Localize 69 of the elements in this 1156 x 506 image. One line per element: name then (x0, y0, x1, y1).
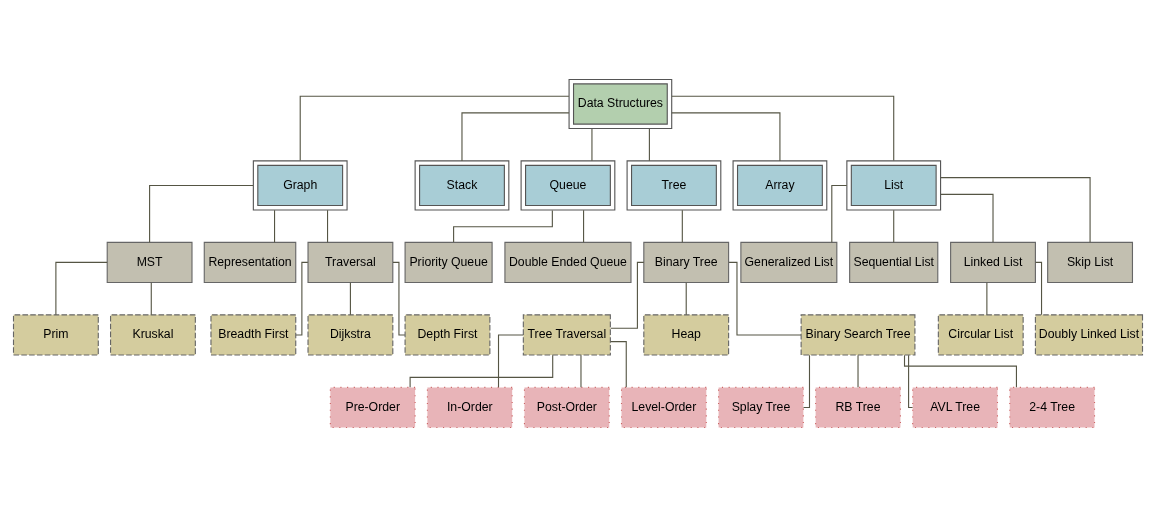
connector (149, 184, 254, 243)
connector (150, 281, 152, 315)
connector (671, 111, 781, 161)
node-box: Data Structures (568, 78, 673, 129)
node-box: Doubly Linked List (1034, 313, 1144, 356)
node-box: Breadth First (210, 313, 297, 356)
node-box: Post-Order (523, 386, 610, 428)
connector (831, 184, 848, 243)
node-box: Heap (643, 313, 730, 356)
connector (681, 209, 683, 243)
node-box: Splay Tree (718, 386, 804, 428)
connector (349, 281, 351, 315)
connector (610, 261, 645, 329)
node-box: Kruskal (110, 313, 196, 356)
node-box: Depth First (404, 313, 491, 356)
connector (295, 261, 309, 335)
node-box: Binary Search Tree (800, 313, 916, 356)
connector (986, 281, 988, 315)
connector (893, 209, 895, 243)
node-box: RB Tree (815, 386, 901, 428)
node-box: Stack (414, 159, 510, 211)
connector (857, 354, 859, 388)
connector (903, 354, 1017, 388)
node-box: Skip List (1047, 241, 1134, 283)
connector (583, 209, 585, 243)
node-box: Pre-Order (329, 386, 416, 428)
node-box: Circular List (937, 313, 1024, 356)
node-box: Dijkstra (307, 313, 394, 356)
node-box: Priority Queue (404, 241, 493, 283)
connector (299, 95, 570, 161)
node-box: Generalized List (740, 241, 838, 283)
connector (580, 354, 582, 388)
node-box: Representation (203, 241, 297, 283)
node-box: Double Ended Queue (504, 241, 632, 283)
node-box: Binary Tree (643, 241, 730, 283)
node-box: Sequential List (849, 241, 939, 283)
connector (461, 111, 570, 161)
node-box: 2-4 Tree (1009, 386, 1096, 428)
connector (274, 209, 276, 243)
node-box: Level-Order (620, 386, 707, 428)
node-box: Tree (626, 159, 722, 211)
connector (392, 261, 406, 335)
node-box: Array (732, 159, 828, 211)
connector (685, 281, 687, 315)
connector (610, 340, 627, 388)
connector (591, 127, 593, 161)
connector (908, 354, 914, 408)
node-box: Linked List (950, 241, 1036, 283)
connector (940, 193, 994, 243)
connector (453, 209, 553, 243)
connector (1035, 261, 1043, 315)
node-box: MST (106, 241, 193, 283)
node-box: AVL Tree (912, 386, 999, 428)
connector (409, 354, 554, 388)
connector (648, 127, 650, 161)
node-box: Graph (252, 159, 348, 211)
connector (327, 209, 329, 243)
connector (803, 354, 811, 408)
node-box: In-Order (426, 386, 513, 428)
connector (55, 261, 108, 315)
connector (728, 261, 802, 335)
connector (497, 333, 524, 388)
node-box: Tree Traversal (522, 313, 611, 356)
node-box: List (846, 159, 942, 211)
connector (671, 95, 895, 161)
node-box: Queue (520, 159, 616, 211)
node-box: Traversal (307, 241, 394, 283)
node-box: Prim (12, 313, 99, 356)
connector (940, 176, 1091, 243)
